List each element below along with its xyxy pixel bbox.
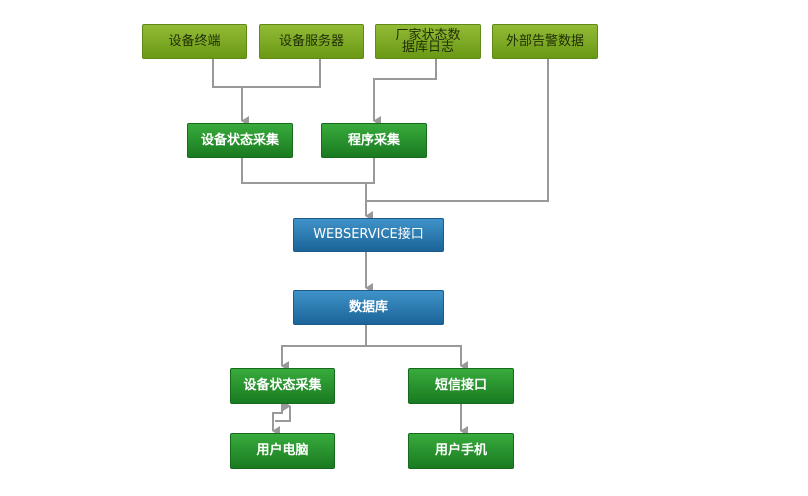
node-label: 厂家状态数 据库日志 bbox=[395, 27, 461, 55]
node-vendor-log: 厂家状态数 据库日志 bbox=[375, 24, 481, 59]
node-label: 用户电脑 bbox=[256, 443, 309, 458]
connector-status-to-pc bbox=[272, 404, 283, 436]
connector-external-alarm bbox=[366, 59, 549, 202]
node-webservice: WEBSERVICE接口 bbox=[293, 218, 444, 252]
node-label: 设备服务器 bbox=[278, 33, 344, 49]
node-device-terminal: 设备终端 bbox=[142, 24, 247, 59]
connector-db-to-sms bbox=[366, 345, 468, 371]
connector-pc-to-status bbox=[275, 401, 291, 422]
connector-vendor-to-program bbox=[373, 59, 437, 126]
node-sms-interface: 短信接口 bbox=[408, 368, 514, 404]
node-label: 短信接口 bbox=[434, 378, 487, 393]
node-user-pc: 用户电脑 bbox=[230, 433, 335, 469]
node-program-collect: 程序采集 bbox=[321, 123, 427, 158]
node-label: 外部告警数据 bbox=[505, 33, 584, 49]
node-label: 设备状态采集 bbox=[243, 378, 322, 393]
node-label: 设备状态采集 bbox=[200, 132, 279, 148]
node-label: WEBSERVICE接口 bbox=[313, 227, 424, 242]
node-label: 用户手机 bbox=[434, 443, 487, 458]
node-database: 数据库 bbox=[293, 290, 444, 325]
connector-db-to-status-collect-2 bbox=[281, 345, 366, 371]
node-label: 数据库 bbox=[348, 299, 388, 315]
node-status-collect: 设备状态采集 bbox=[187, 123, 293, 158]
node-device-server: 设备服务器 bbox=[259, 24, 364, 59]
node-label: 设备终端 bbox=[168, 33, 221, 49]
connector-collectors-merge bbox=[241, 158, 375, 184]
node-user-phone: 用户手机 bbox=[408, 433, 514, 469]
node-external-alarm: 外部告警数据 bbox=[492, 24, 598, 59]
node-status-collect-2: 设备状态采集 bbox=[230, 368, 335, 404]
node-label: 程序采集 bbox=[347, 132, 400, 148]
connector-terminal-server-merge bbox=[212, 59, 321, 88]
